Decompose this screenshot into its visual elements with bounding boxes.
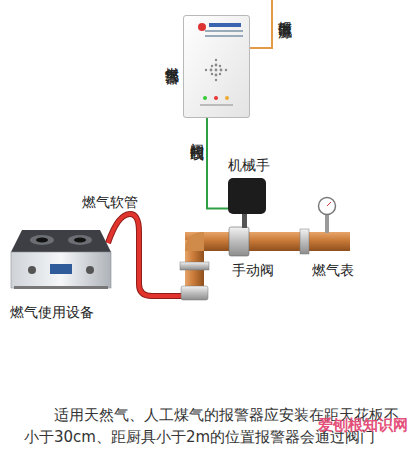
copper-pipe xyxy=(185,232,350,251)
pipe-coupling xyxy=(180,262,209,270)
hose-fitting xyxy=(181,286,208,300)
part-label: 爱刨根知识网 xyxy=(318,417,408,433)
pipe-coupling xyxy=(300,229,309,254)
valve-control-wire xyxy=(207,118,228,209)
node-label: 燃气报警器 xyxy=(164,56,180,61)
node-label: 燃气使用设备 xyxy=(10,304,94,320)
pressure-gauge xyxy=(319,198,336,234)
gas-detector-box: 燃气报警器 xyxy=(183,15,250,118)
gas-hose xyxy=(108,214,182,296)
part-label: 手动阀 xyxy=(232,262,274,278)
pipe-elbow xyxy=(185,232,204,251)
gas-stove xyxy=(11,230,111,289)
power-wire xyxy=(250,0,272,48)
gas-hose xyxy=(108,214,182,296)
node-label: 机械手 xyxy=(228,157,270,173)
valve-actuator-box: 机械手 xyxy=(228,178,266,214)
gas-detector-body xyxy=(183,15,250,118)
part-label: 燃气表 xyxy=(312,262,354,278)
part-label: 报警器电源 xyxy=(277,10,293,15)
gas-appliance-box: 燃气使用设备 xyxy=(8,226,114,290)
wire-label: 阀门控制线 xyxy=(189,132,205,137)
part-label: 燃气软管 xyxy=(82,194,138,210)
manual-valve xyxy=(229,214,249,256)
